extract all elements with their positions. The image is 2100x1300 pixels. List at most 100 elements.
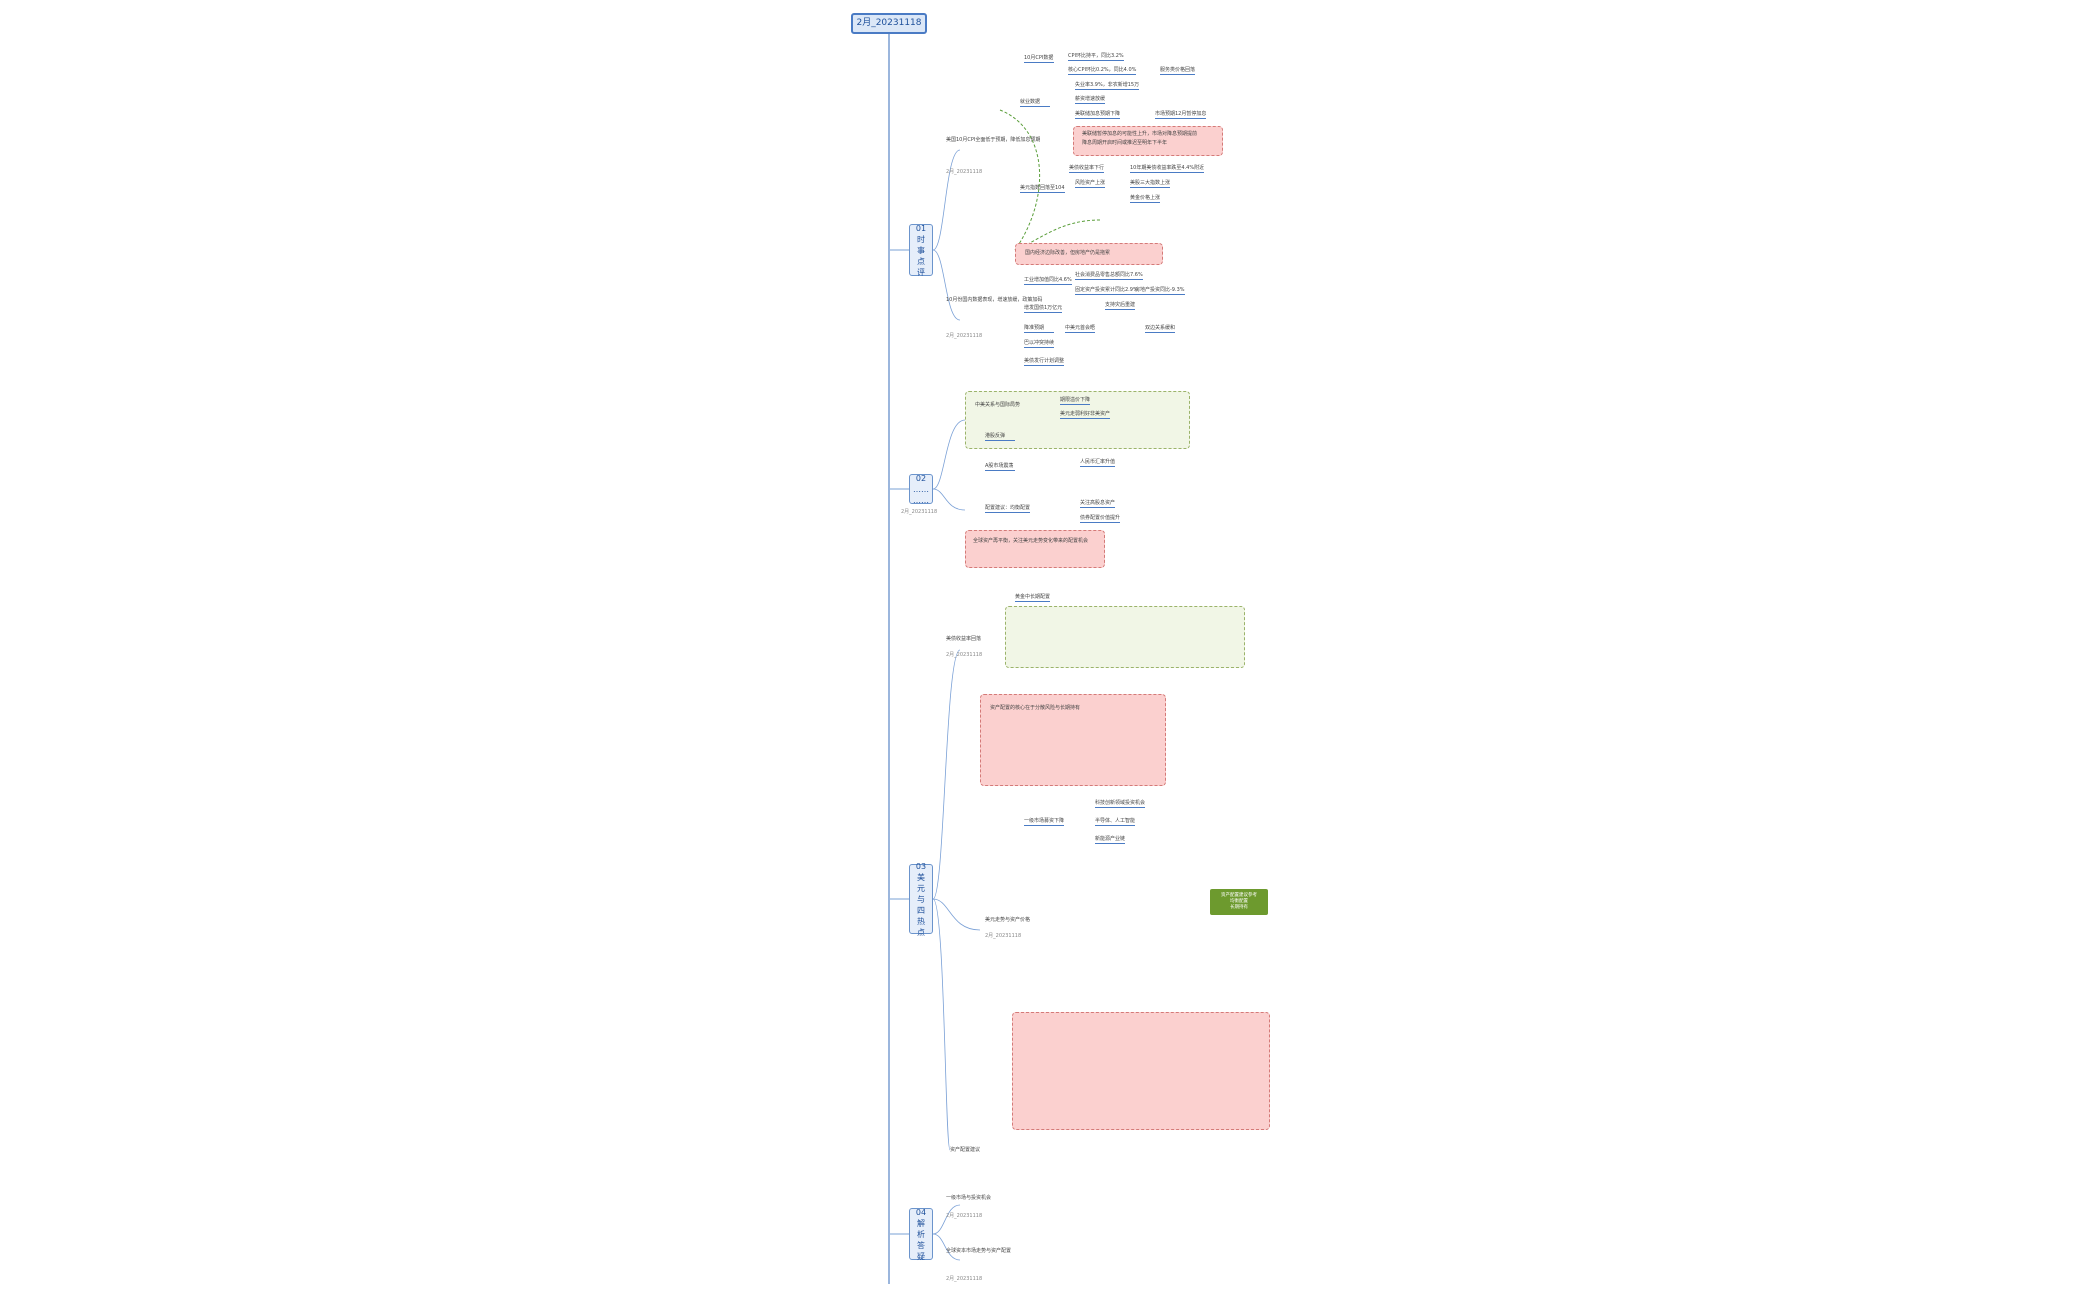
leaf-label[interactable]: 人民币汇率升值 — [1080, 459, 1116, 465]
leaf-label[interactable]: 工业增加值同比4.6% — [1024, 277, 1072, 283]
callout-text: 国内经济边际改善，但房地产仍是拖累 — [1025, 250, 1111, 256]
leaf-label[interactable]: 增发国债1万亿元 — [1024, 305, 1063, 311]
section-node-line: 评 — [917, 267, 925, 277]
leaf-underline — [1020, 192, 1065, 193]
leaf-underline — [1080, 507, 1115, 508]
leaf-label[interactable]: 10月CPI数据 — [1024, 55, 1054, 61]
leaf-underline — [1160, 74, 1195, 75]
branch-date: 2月_20231118 — [946, 333, 983, 339]
branch-label[interactable]: 全球资本市场走势与资产配置 — [946, 1248, 1012, 1254]
branch-label[interactable]: 中美关系与国际局势 — [975, 402, 1021, 408]
leaf-label[interactable]: 就业数据 — [1020, 99, 1041, 105]
connector-line — [932, 149, 961, 251]
leaf-underline — [1105, 309, 1135, 310]
branch-date: 2月_20231118 — [901, 509, 938, 515]
leaf-label[interactable]: 美元走弱利好非美资产 — [1060, 411, 1111, 417]
branch-label[interactable]: 美国10月CPI全面低于预期，降低加息预期 — [946, 137, 1041, 143]
leaf-underline — [1060, 404, 1090, 405]
leaf-label[interactable]: 失业率3.9%，非农新增15万 — [1075, 82, 1140, 88]
section-node-line: …… — [913, 484, 929, 494]
leaf-label[interactable]: 债券配置价值提升 — [1080, 515, 1121, 521]
leaf-underline — [1095, 807, 1145, 808]
green-tag-line: 资产配置建议参考 — [1221, 893, 1257, 898]
green-tag-label[interactable]: 资产配置建议参考 均衡配置 长期持有 — [1210, 889, 1268, 915]
leaf-underline — [1075, 187, 1105, 188]
leaf-label[interactable]: 配置建议：均衡配置 — [985, 505, 1031, 511]
leaf-underline — [1130, 202, 1160, 203]
leaf-underline — [1155, 118, 1206, 119]
leaf-label[interactable]: 薪资增速放缓 — [1075, 96, 1106, 102]
leaf-label[interactable]: 双边关系缓和 — [1145, 325, 1176, 331]
connector-line — [1014, 219, 1101, 251]
leaf-label[interactable]: 关注高股息资产 — [1080, 500, 1116, 506]
leaf-label[interactable]: 房地产投资同比-9.3% — [1135, 287, 1185, 293]
leaf-label[interactable]: 港股反弹 — [985, 433, 1006, 439]
leaf-underline — [985, 470, 1015, 471]
leaf-underline — [1145, 332, 1175, 333]
leaf-label[interactable]: 支持灾后重建 — [1105, 302, 1136, 308]
branch-label[interactable]: 资产配置建议 — [950, 1147, 981, 1153]
leaf-label[interactable]: 期限溢价下降 — [1060, 397, 1091, 403]
section-node-line: 事 — [917, 245, 925, 255]
leaf-label[interactable]: 核心CPI环比0.2%，同比4.0% — [1068, 67, 1137, 73]
section-node-line: 点 — [917, 927, 925, 937]
leaf-label[interactable]: 科技创新领域投资机会 — [1095, 800, 1146, 806]
leaf-underline — [1075, 103, 1105, 104]
leaf-label[interactable]: A股市场震荡 — [985, 463, 1014, 469]
leaf-label[interactable]: 降准预期 — [1024, 325, 1045, 331]
leaf-label[interactable]: 美元指数回落至104 — [1020, 185, 1065, 191]
leaf-label[interactable]: 美联储加息预期下降 — [1075, 111, 1121, 117]
leaf-underline — [1024, 62, 1054, 63]
section-node-line: …… — [913, 495, 929, 505]
leaf-label[interactable]: 市场预期12月暂停加息 — [1155, 111, 1207, 117]
leaf-label[interactable]: 中美元首会晤 — [1065, 325, 1096, 331]
leaf-label[interactable]: 黄金价格上涨 — [1130, 195, 1161, 201]
leaf-label[interactable]: 社会消费品零售总额同比7.6% — [1075, 272, 1143, 278]
leaf-label[interactable]: 美债收益率下行 — [1069, 165, 1105, 171]
leaf-label[interactable]: 固定资产投资累计同比2.9% — [1075, 287, 1138, 293]
leaf-label[interactable]: 10年期美债收益率跌至4.4%附近 — [1130, 165, 1205, 171]
leaf-label[interactable]: 巴以冲突持续 — [1024, 340, 1055, 346]
leaf-underline — [1080, 466, 1115, 467]
connector-line — [932, 1204, 961, 1235]
leaf-label[interactable]: 半导体、人工智能 — [1095, 818, 1136, 824]
section-node-line: 与 — [917, 894, 925, 904]
section-node-line: 疑 — [917, 1251, 925, 1261]
branch-date: 2月_20231118 — [985, 933, 1022, 939]
leaf-label[interactable]: 风险资产上涨 — [1075, 180, 1106, 186]
leaf-underline — [1095, 843, 1125, 844]
section-node-line: 02 — [915, 473, 927, 483]
section-node-02[interactable]: 02………… — [909, 473, 933, 505]
branch-label[interactable]: 10月份国内数据表现，增速放缓，政策加码 — [946, 297, 1043, 303]
section-node-line: 03 — [915, 861, 927, 871]
leaf-underline — [1075, 279, 1143, 280]
leaf-underline — [1075, 118, 1120, 119]
green-tag-line: 长期持有 — [1230, 905, 1248, 910]
section-node-line: 美 — [917, 872, 925, 882]
leaf-underline — [1135, 294, 1185, 295]
leaf-label[interactable]: 新能源产业链 — [1095, 836, 1126, 842]
root-node[interactable]: 2月_20231118 — [851, 13, 927, 34]
callout-text: 降息周期开启时间或推迟至明年下半年 — [1082, 140, 1168, 146]
branch-label[interactable]: 一级市场与投资机会 — [946, 1195, 992, 1201]
leaf-underline — [985, 512, 1030, 513]
leaf-underline — [1095, 825, 1135, 826]
branch-label[interactable]: 美元走势与资产价格 — [985, 917, 1031, 923]
leaf-label[interactable]: 美股三大指数上涨 — [1130, 180, 1171, 186]
leaf-label[interactable]: 黄金中长期配置 — [1015, 594, 1051, 600]
group-box — [965, 391, 1190, 449]
connector-line — [932, 898, 951, 1151]
leaf-label[interactable]: 美债发行计划调整 — [1024, 358, 1065, 364]
branch-label[interactable]: 美债收益率回落 — [946, 636, 982, 642]
leaf-label[interactable]: 服务类价格回落 — [1160, 67, 1196, 73]
leaf-label[interactable]: CPI环比持平，同比3.2% — [1068, 53, 1124, 59]
leaf-underline — [1024, 365, 1064, 366]
section-node-line: 解 — [917, 1218, 925, 1228]
leaf-label[interactable]: 一级市场募资下降 — [1024, 818, 1065, 824]
connector-line — [932, 488, 966, 511]
connector-line — [932, 249, 961, 321]
